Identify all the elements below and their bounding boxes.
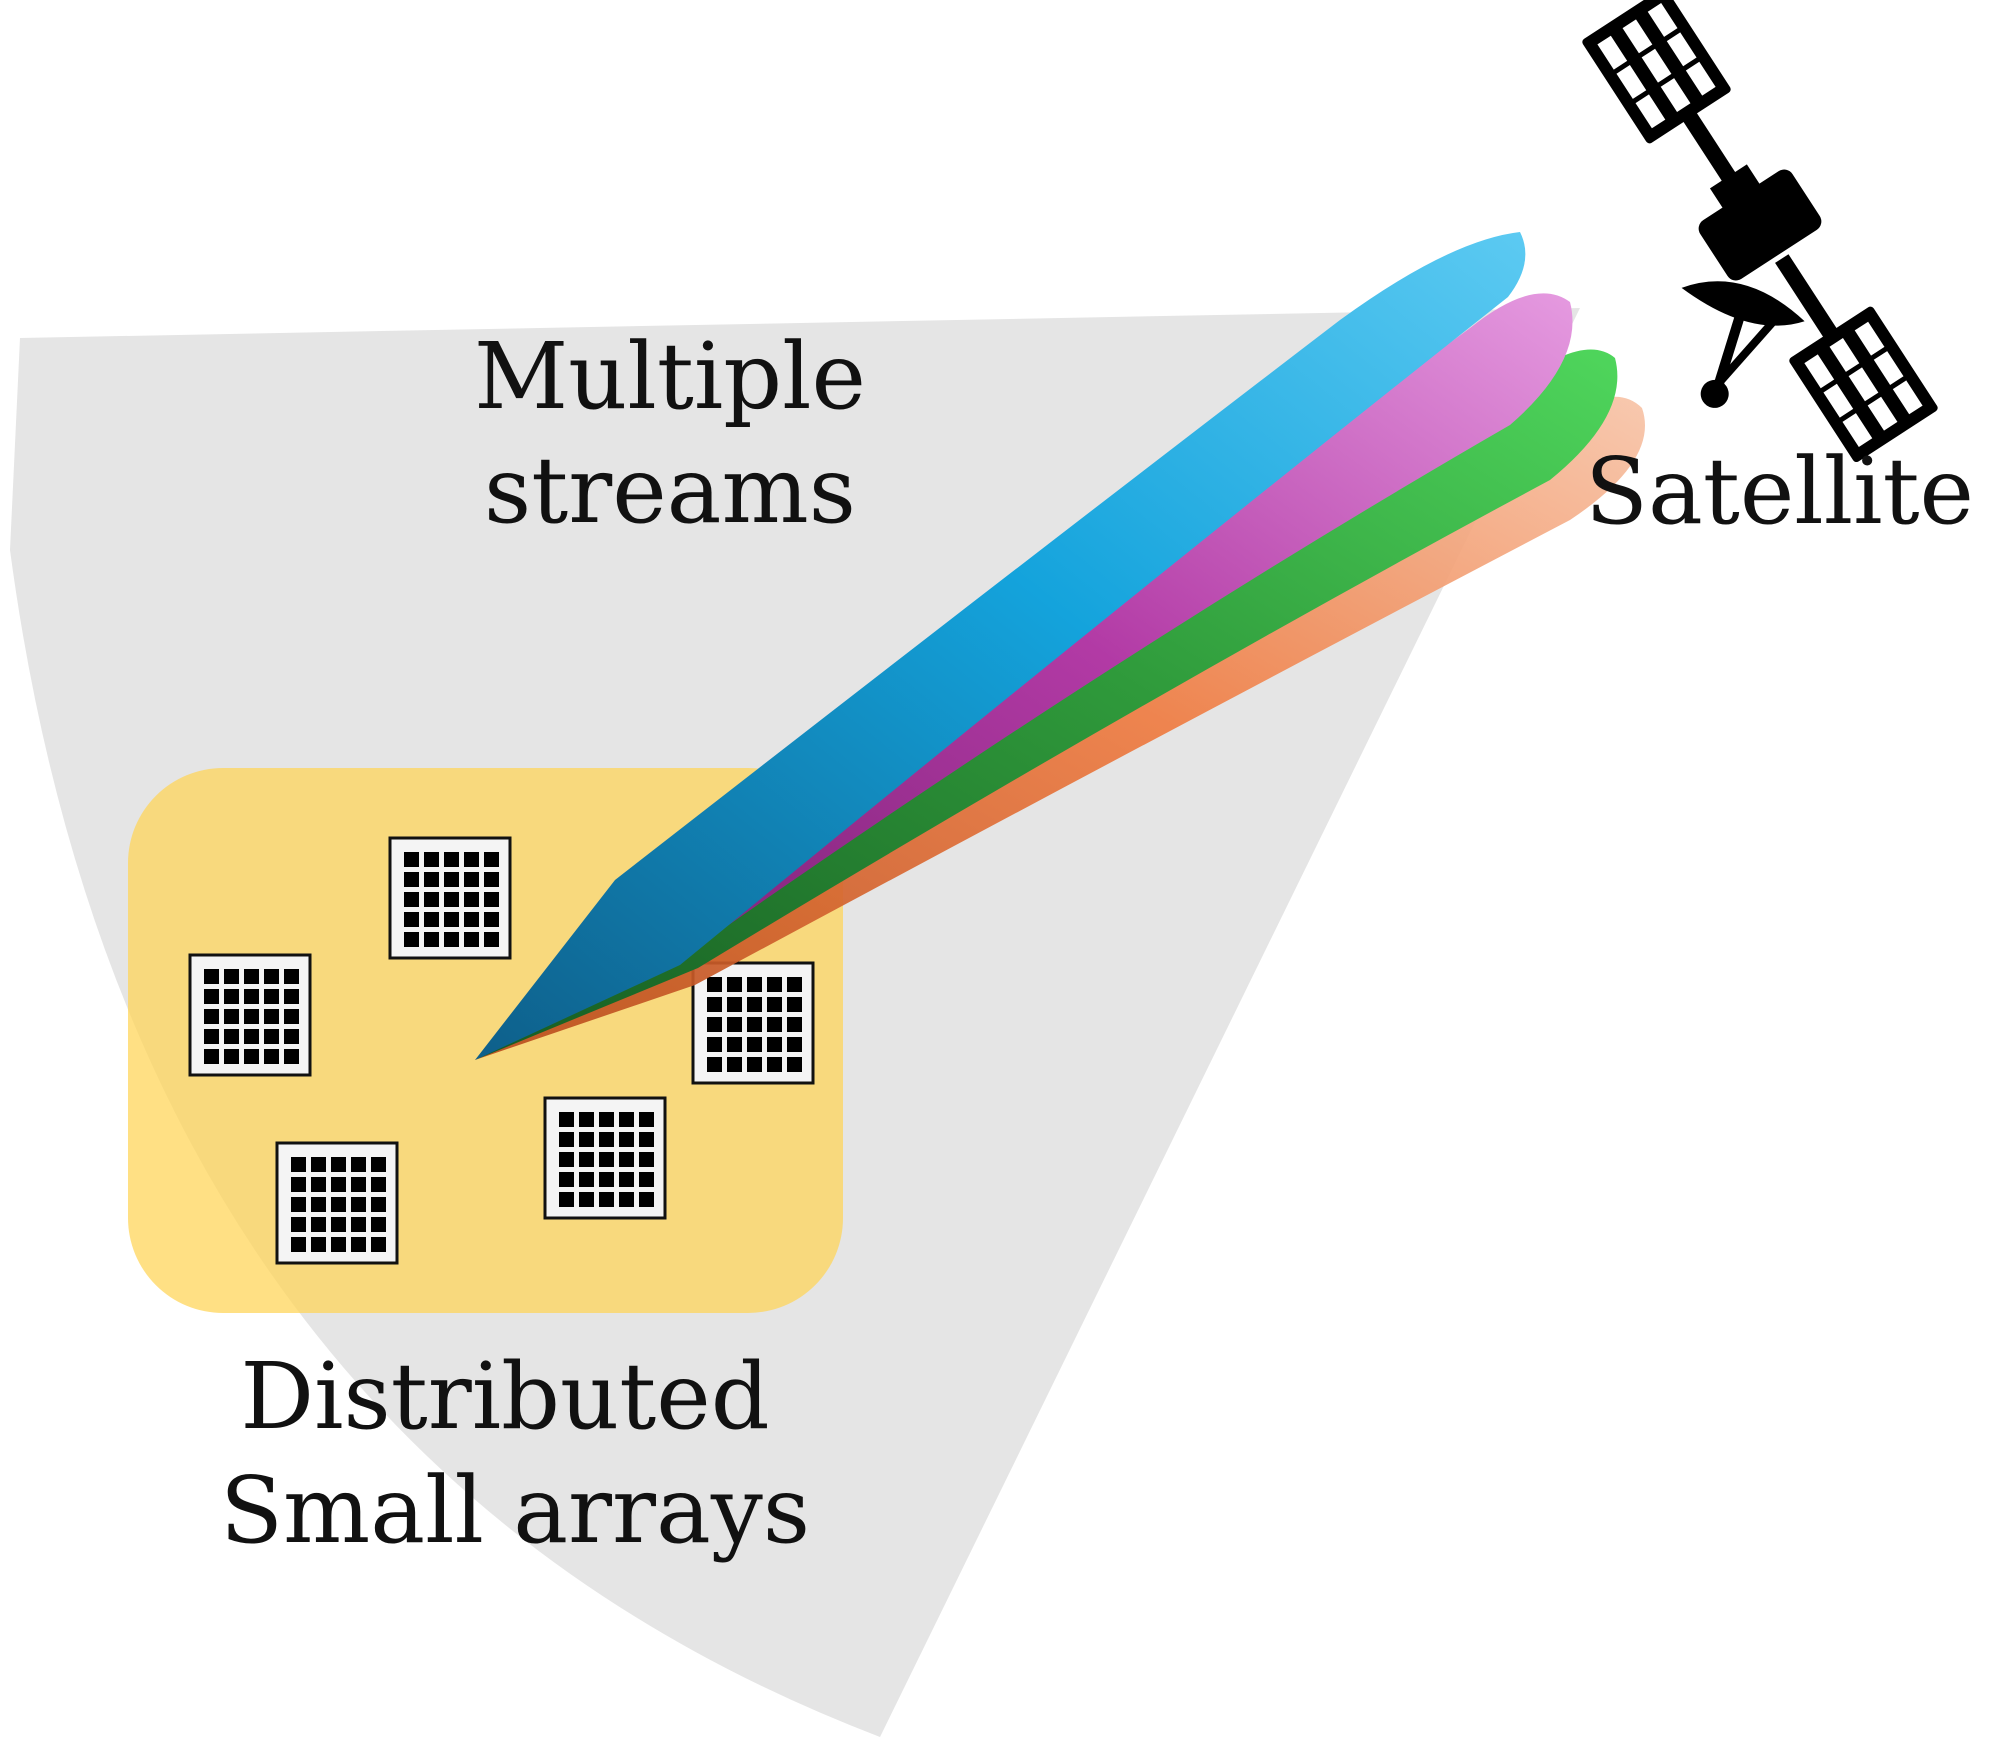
small-array-icon [388,836,512,960]
small-array-icon [275,1141,399,1265]
small-array-icon [691,961,815,1085]
small-array-icon [543,1096,667,1220]
arrays-label-line2: Small arrays [220,1457,811,1564]
satellite-label: Satellite [1585,438,1974,545]
arrays-label-line1: Distributed [240,1343,770,1450]
stream-beam-blue [475,232,1526,1060]
streams-label-line1: Multiple [473,323,867,430]
satellite-icon [1580,0,1940,464]
arrays-label: Distributed Small arrays [220,1340,811,1568]
small-array-icon [188,953,312,1077]
streams-label-line2: streams [484,437,856,544]
streams-label: Multiple streams [450,320,890,548]
